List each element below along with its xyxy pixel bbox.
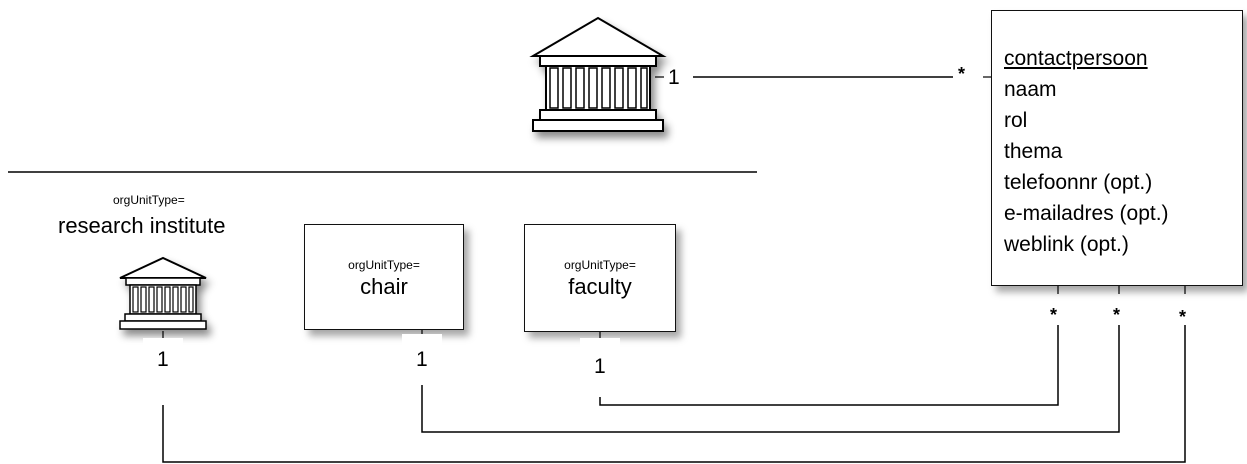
contact-bottom-multiplicity-2: * — [1113, 305, 1121, 325]
building-icon — [529, 16, 667, 132]
contact-bottom-multiplicity-1: * — [1050, 305, 1058, 325]
contact-attr-thema: thema — [1004, 140, 1063, 163]
faculty-label: faculty — [568, 274, 632, 299]
chair-type-label: orgUnitType= — [348, 258, 420, 272]
research-institute-label: research institute — [58, 213, 226, 238]
contact-person-box: contactpersoon naam rol thema telefoonnr… — [991, 10, 1243, 286]
faculty-box: orgUnitType= faculty — [524, 224, 676, 332]
faculty-type-label: orgUnitType= — [564, 258, 636, 272]
chair-multiplicity: 1 — [416, 348, 428, 371]
contact-bottom-multiplicity-3: * — [1179, 307, 1187, 327]
chair-label: chair — [360, 274, 408, 299]
association-line — [421, 325, 1120, 433]
contact-title: contactpersoon — [1004, 47, 1148, 70]
contact-attr-telefoonnr: telefoonnr (opt.) — [1004, 171, 1153, 194]
chair-box: orgUnitType= chair — [304, 224, 464, 330]
association-line — [599, 325, 1059, 406]
research-institute-type-label: orgUnitType= — [113, 193, 185, 207]
top-building-multiplicity: 1 — [668, 66, 680, 89]
building-icon — [119, 256, 207, 330]
faculty-multiplicity: 1 — [594, 355, 606, 378]
contact-attr-rol: rol — [1004, 109, 1028, 132]
research-institute-multiplicity: 1 — [157, 348, 169, 371]
association-line — [162, 325, 1186, 463]
contact-attr-naam: naam — [1004, 78, 1057, 101]
contact-left-multiplicity: * — [958, 64, 966, 84]
contact-attr-weblink: weblink (opt.) — [1004, 233, 1129, 256]
contact-attr-emailadres: e-mailadres (opt.) — [1004, 202, 1169, 225]
